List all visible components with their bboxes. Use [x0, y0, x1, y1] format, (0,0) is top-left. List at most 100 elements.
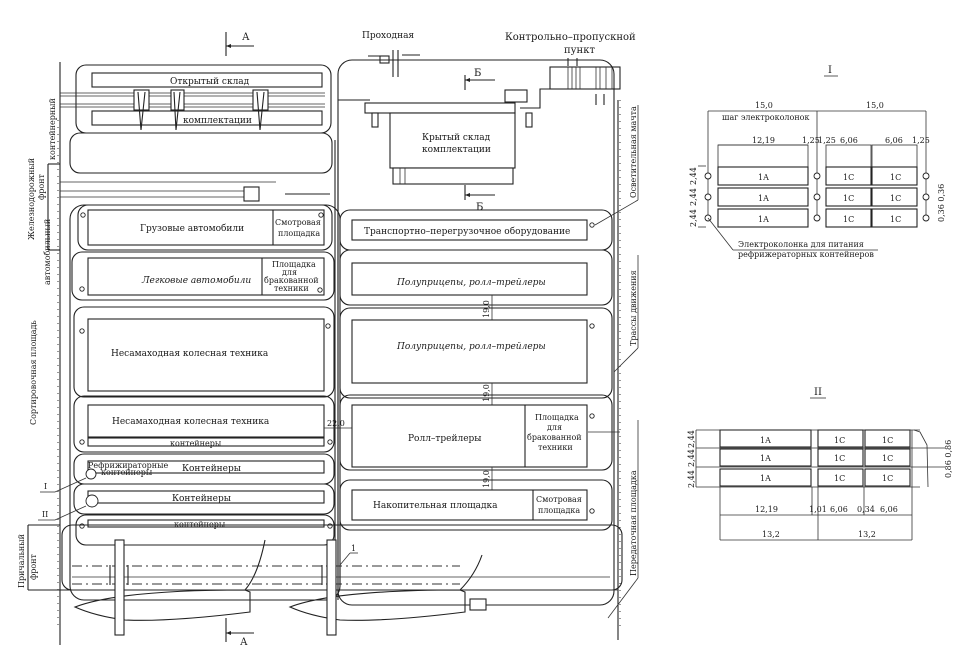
inspection-right-label-2: площадка	[538, 506, 580, 515]
dimension-gap-3: 19,0	[482, 467, 493, 490]
reefer-label-2: контейнеры	[101, 468, 153, 477]
roll-trailers-label: Ролл–трейлеры	[408, 434, 481, 444]
label-auto-front: автомобильный	[43, 219, 52, 285]
storage-label: Накопительная площадка	[373, 501, 498, 511]
label-railway: Железнодорожный	[27, 158, 36, 240]
berth	[60, 524, 623, 591]
defect-right-label-3: бракованной	[527, 433, 582, 442]
zone-storage: Накопительная площадка Смотровая площадк…	[339, 479, 613, 531]
detail-I-cell: 1A	[758, 215, 769, 224]
containers-small-label: контейнеры	[170, 439, 222, 448]
detail-II-row-dim: 2,44	[687, 430, 696, 448]
checkpoint-label-2: пункт	[564, 45, 595, 56]
detail-I-row: 1A 1C 1C	[717, 187, 918, 207]
containers-label-2: Контейнеры	[172, 494, 231, 504]
label-lighting-mast: Осветительная мачта	[594, 105, 639, 226]
detail-II-row: 1A 1C 1C	[719, 448, 911, 467]
label-berth-front: фронт	[29, 553, 38, 580]
transfer-area-label: Передаточная площадка	[629, 470, 638, 576]
detail-I-cell: 1C	[843, 194, 854, 203]
checkpoint: Контрольно–пропускной пункт	[505, 32, 636, 109]
covered-warehouse: Крытый склад комплектации	[338, 89, 533, 185]
detail-I-dim: 6,06	[885, 136, 903, 145]
nonself-label-2: Несамаходная колесная техника	[112, 417, 270, 427]
zone-semitrailers-1: Полуприцепы, ролл–трейлеры	[339, 249, 613, 306]
detail-II-row: 1A 1C 1C	[719, 429, 911, 448]
gate-label: Проходная	[362, 31, 414, 41]
label-rail-front: фронт	[37, 173, 46, 200]
open-warehouse-label: Открытый склад	[170, 77, 250, 87]
detail-II-cell: 1A	[760, 454, 771, 463]
section-mark-a-bottom: А	[225, 618, 254, 648]
handling-label: Транспортно–перегрузочное оборудование	[364, 226, 570, 237]
lighting-mast-label: Осветительная мачта	[629, 106, 638, 198]
crane	[133, 89, 269, 131]
detail-I-cell: 1C	[843, 215, 854, 224]
detail-II-row-dim: 2,44	[687, 470, 696, 488]
detail-II-row: 1A 1C 1C	[719, 468, 911, 487]
section-mark-b-bottom: Б	[464, 185, 495, 213]
detail-II-cell: 1C	[834, 436, 845, 445]
detail-II-cell: 1C	[834, 474, 845, 483]
open-warehouse: Открытый склад комплектации	[60, 64, 332, 134]
covered-warehouse-label: Крытый склад	[422, 133, 491, 143]
zone-reefer: Контейнеры Рефрижираторные контейнеры	[73, 453, 335, 485]
zone-handling: Транспортно–перегрузочное оборудование	[339, 209, 613, 251]
detail-I-row-dim: 2,44	[689, 167, 698, 185]
detail-I-dim: 1,25	[802, 136, 820, 145]
detail-II-row-dim: 2,44	[687, 449, 696, 467]
callout-I: I	[40, 477, 87, 493]
detail-I-dim: 1,25	[912, 136, 930, 145]
detail-II-dim: 12,19	[755, 505, 778, 514]
defect-right-label-2: для	[547, 423, 562, 432]
detail-I-note: Электроколонка для питания	[738, 240, 864, 249]
section-b-label: Б	[474, 68, 481, 79]
containers-label-1: Контейнеры	[182, 464, 241, 474]
nonself-label-1: Несамаходная колесная техника	[111, 349, 269, 359]
detail-I-title: I	[828, 65, 832, 76]
section-mark-a-top: А	[225, 32, 254, 56]
callout-1: 1	[339, 544, 358, 566]
detail-II-cell: 1A	[760, 436, 771, 445]
label-berth: Причальный	[17, 534, 26, 588]
callout-1-label: 1	[351, 544, 356, 553]
detail-I-cell: 1A	[758, 173, 769, 182]
detail-II-dim: 6,06	[880, 505, 898, 514]
detail-II-title: II	[814, 387, 822, 398]
detail-II-cell: 1C	[882, 436, 893, 445]
inspection-label: Смотровая	[275, 218, 321, 227]
detail-I-cell: 1A	[758, 194, 769, 203]
detail-II-cell: 1C	[834, 454, 845, 463]
dimension-gap-2: 19,0	[482, 383, 493, 405]
detail-II-side-dim: 0,86 0,86	[944, 440, 953, 478]
detail-I-row: 1A 1C 1C	[717, 208, 918, 228]
semitrailers-label-1: Полуприцепы, ролл–трейлеры	[396, 278, 546, 288]
detail-I-row-dim: 2,44	[689, 188, 698, 206]
detail-II: II 1A 1C 1C 1A 1C 1C 1A 1C 1C	[687, 387, 953, 541]
detail-I-dim: 6,06	[840, 136, 858, 145]
callout-II-label: II	[42, 510, 48, 519]
detail-I-cell: 1C	[843, 173, 854, 182]
gap-dimension-1: 19,0	[482, 300, 491, 318]
defect-right-label-4: техники	[538, 443, 573, 452]
covered-warehouse-label-2: комплектации	[422, 145, 491, 155]
detail-II-cell: 1C	[882, 474, 893, 483]
detail-II-cell: 1A	[760, 474, 771, 483]
zone-trucks: Грузовые автомобили Смотровая площадка	[77, 204, 333, 251]
checkpoint-label: Контрольно–пропускной	[505, 32, 636, 43]
ship-2	[288, 539, 487, 636]
detail-I-step-label: шаг электроколонок	[722, 113, 809, 122]
section-b-label-2: Б	[476, 202, 483, 213]
detail-I: I 15,0 15,0 шаг электроколонок 12,19 1,2…	[689, 65, 946, 259]
detail-I-dim-top-1: 15,0	[755, 101, 773, 110]
open-warehouse-label-2: комплектации	[183, 116, 252, 126]
detail-I-cell: 1C	[890, 173, 901, 182]
gap-dimension-2: 19,0	[482, 384, 491, 402]
detail-II-dim: 0,34	[857, 505, 875, 514]
detail-I-side-dim: 0,36 0,36	[937, 184, 946, 222]
detail-II-dim: 1,01	[809, 505, 827, 514]
detail-II-cell: 1C	[882, 454, 893, 463]
detail-I-row: 1A 1C 1C	[717, 166, 918, 186]
zone-nonself-1: Несамаходная колесная техника	[73, 306, 335, 398]
ship-1	[73, 539, 266, 636]
